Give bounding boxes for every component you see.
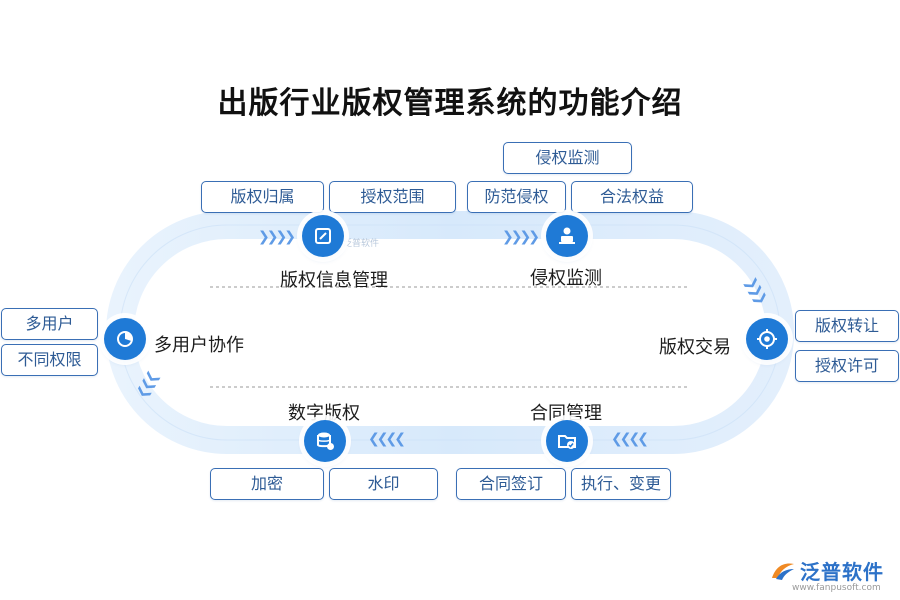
- target-icon: [757, 329, 777, 349]
- brand-logo: 泛普软件: [770, 556, 884, 585]
- person-desk-icon: [559, 227, 575, 244]
- copyright-info-node: [302, 215, 344, 257]
- copyright-info-label: 版权信息管理: [280, 270, 388, 291]
- tag-execution-change: 执行、变更: [571, 468, 671, 500]
- copyright-trade-node: [746, 318, 788, 360]
- arrow-right-icon: ❯❯❯❯: [502, 229, 540, 245]
- digital-copyright-node: [304, 420, 346, 462]
- pie-chart-icon: [117, 331, 133, 347]
- tag-authorization-license: 授权许可: [795, 350, 899, 382]
- contract-mgmt-node: [546, 420, 588, 462]
- brand-url: www.fanpusoft.com: [792, 583, 881, 593]
- tag-infringement-monitoring: 侵权监测: [503, 142, 632, 174]
- contract-mgmt-label: 合同管理: [530, 403, 602, 424]
- infringement-monitor-node: [546, 215, 588, 257]
- brand-name: 泛普软件: [800, 560, 884, 584]
- fanpu-logo-icon: [772, 563, 794, 580]
- arrow-left-icon: ❮❮❮❮: [611, 431, 649, 447]
- tag-watermark: 水印: [329, 468, 438, 500]
- tag-license-scope: 授权范围: [329, 181, 456, 213]
- multi-user-node: [104, 318, 146, 360]
- folder-check-icon: [558, 435, 576, 449]
- multi-user-label: 多用户协作: [154, 335, 244, 356]
- tag-contract-signing: 合同签订: [456, 468, 566, 500]
- watermark: 泛普软件: [343, 239, 380, 249]
- tag-encryption: 加密: [210, 468, 324, 500]
- arrow-right-icon: ❯❯❯❯: [258, 229, 296, 245]
- tag-prevent-infringement: 防范侵权: [467, 181, 566, 213]
- copyright-trade-label: 版权交易: [659, 337, 731, 358]
- tag-different-permissions: 不同权限: [1, 344, 98, 376]
- page-title: 出版行业版权管理系统的功能介绍: [217, 86, 683, 121]
- database-icon: [317, 432, 334, 450]
- digital-copyright-label: 数字版权: [288, 403, 360, 424]
- tag-legal-rights: 合法权益: [571, 181, 693, 213]
- infringement-monitor-label: 侵权监测: [530, 268, 602, 289]
- arrow-left-icon: ❮❮❮❮: [368, 431, 406, 447]
- tag-copyright-ownership: 版权归属: [201, 181, 324, 213]
- tag-copyright-transfer: 版权转让: [795, 310, 899, 342]
- tag-multi-user: 多用户: [1, 308, 98, 340]
- edit-document-icon: [315, 228, 331, 244]
